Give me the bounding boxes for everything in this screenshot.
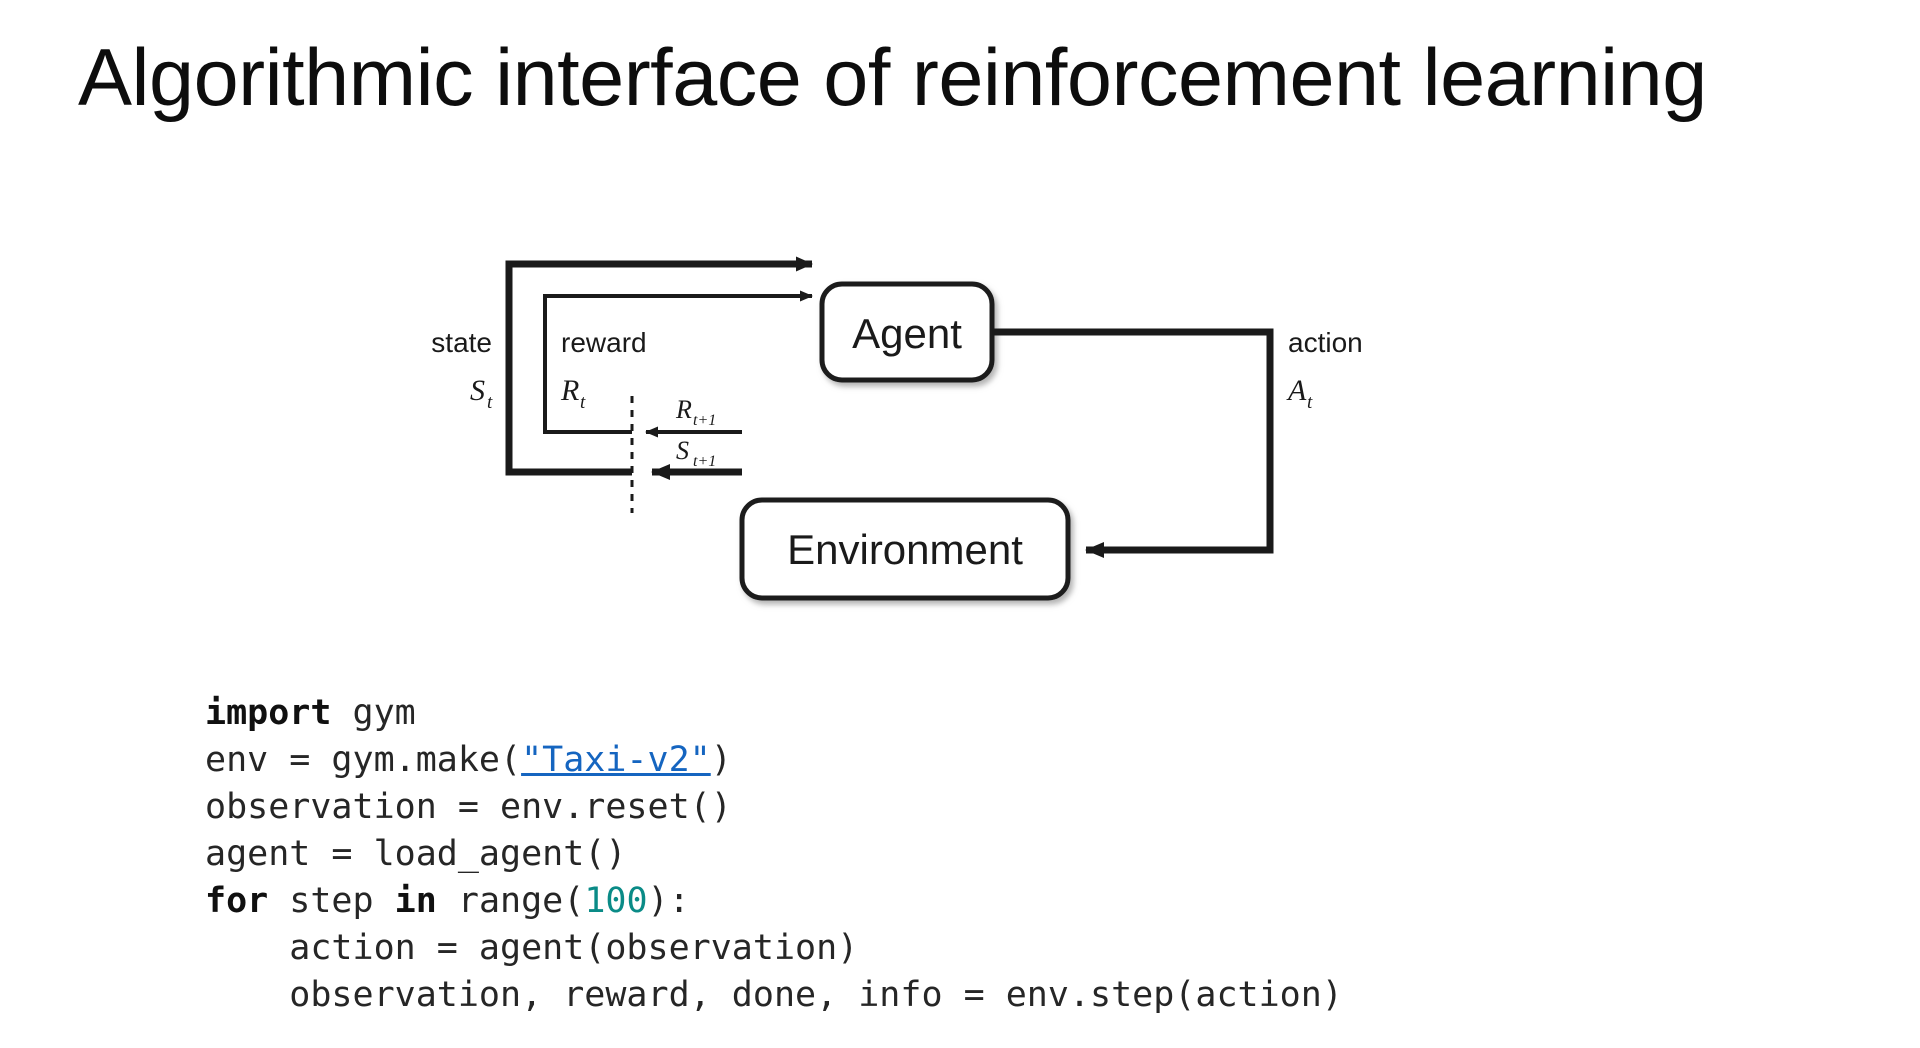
taxi-v2-link[interactable]: "Taxi-v2" [521,740,711,780]
state-label-word: state [431,327,492,358]
code-line: observation, reward, done, info = env.st… [205,972,1343,1019]
code-text: agent = load_agent() [205,834,627,874]
rl-loop-diagram: Agent Environment [0,200,1920,630]
code-line: action = agent(observation) [205,925,1343,972]
state-label-symbol: S [470,374,485,407]
reward-label-symbol-subscript: t [580,392,586,413]
reward-feedback-path [543,290,813,434]
code-text: range( [436,881,585,921]
reward-label-word: reward [561,327,647,358]
code-line: observation = env.reset() [205,784,1343,831]
code-line: import gym [205,690,1343,737]
agent-box-label: Agent [852,310,962,357]
reward-label: reward R t [560,327,647,413]
agent-box: Agent [819,281,995,383]
state-feedback-path [505,256,813,476]
environment-box: Environment [739,497,1071,601]
action-label: action A t [1286,327,1363,413]
next-reward-label-symbol: R [675,395,692,424]
next-state-label-subscript: t+1 [693,453,716,470]
reward-label-symbol: R [560,374,579,407]
next-state-label: S t+1 [676,436,716,470]
code-keyword: import [205,693,332,733]
state-label: state S t [431,327,493,413]
code-line: agent = load_agent() [205,831,1343,878]
action-path [992,328,1274,558]
code-text: action = agent(observation) [205,928,859,968]
action-label-symbol-subscript: t [1307,392,1313,413]
state-label-symbol-subscript: t [487,392,493,413]
code-number-literal: 100 [584,881,648,921]
page-title: Algorithmic interface of reinforcement l… [78,33,1707,123]
code-text: ): [647,881,690,921]
code-keyword: for [205,881,269,921]
code-keyword: in [394,881,437,921]
code-text: gym [331,693,416,733]
next-state-label-symbol: S [676,436,689,465]
environment-box-label: Environment [787,526,1023,573]
next-reward-label: R t+1 [675,395,716,429]
code-text: env = gym.make( [205,740,522,780]
action-label-symbol: A [1286,374,1307,407]
code-text: ) [710,740,732,780]
code-line: env = gym.make("Taxi-v2") [205,737,1343,784]
code-text: step [268,881,395,921]
code-line: for step in range(100): [205,878,1343,925]
action-label-word: action [1288,327,1363,358]
code-text: observation, reward, done, info = env.st… [205,975,1343,1015]
code-text: observation = env.reset() [205,787,732,827]
next-reward-label-subscript: t+1 [693,412,716,429]
